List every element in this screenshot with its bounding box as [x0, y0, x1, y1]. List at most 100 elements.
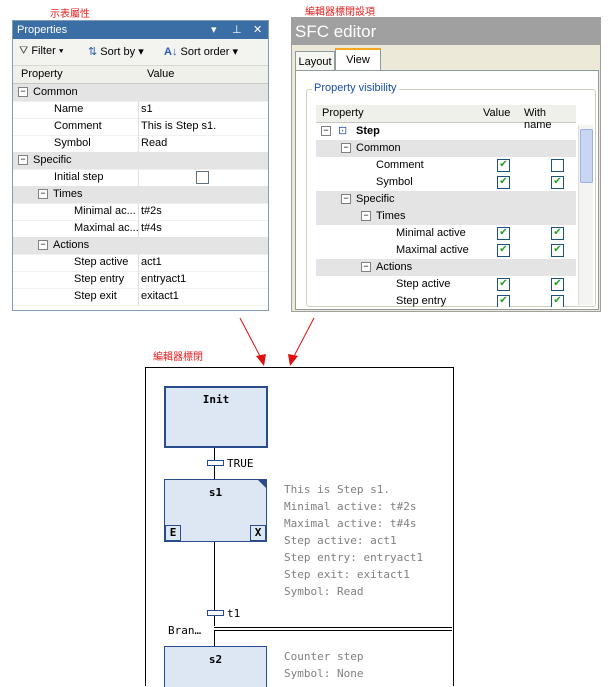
- symbol-value-checkbox[interactable]: ✔: [497, 176, 510, 189]
- annotation-line: Symbol: Read: [284, 585, 364, 598]
- divider: [138, 288, 139, 305]
- chevron-down-icon: ▾: [232, 46, 239, 58]
- row-name: Common: [356, 142, 401, 154]
- property-row-initial-step[interactable]: Initial step: [13, 169, 268, 187]
- dropdown-icon[interactable]: ▾: [211, 24, 217, 36]
- row-name: Minimal ac...: [74, 205, 136, 217]
- diagram-caption: 編輯器標閉: [153, 352, 203, 363]
- properties-header: Property Value: [13, 66, 268, 84]
- row-value[interactable]: This is Step s1.: [141, 120, 217, 132]
- property-row-step-entry[interactable]: Step entry entryact1: [13, 271, 268, 289]
- maximal-active-value-checkbox[interactable]: ✔: [497, 244, 510, 257]
- tree-row-times[interactable]: − Times: [316, 208, 576, 225]
- properties-title: Properties: [17, 24, 68, 36]
- category-row-common[interactable]: − Common: [13, 84, 268, 102]
- close-icon[interactable]: ✕: [253, 24, 263, 36]
- property-row-symbol[interactable]: Symbol Read: [13, 135, 268, 153]
- vertical-scrollbar[interactable]: [578, 125, 593, 305]
- transition-true[interactable]: [207, 460, 224, 466]
- tree-row-comment[interactable]: Comment ✔: [316, 157, 576, 174]
- initial-step-checkbox[interactable]: [196, 171, 209, 184]
- filter-button[interactable]: ⛛ Filter ▾: [19, 45, 63, 58]
- arrow-right-line: [291, 317, 315, 361]
- property-row-comment[interactable]: Comment This is Step s1.: [13, 118, 268, 136]
- property-row-step-active[interactable]: Step active act1: [13, 254, 268, 272]
- row-name: Initial step: [54, 171, 104, 183]
- sort-order-button[interactable]: A↓ Sort order ▾: [164, 45, 238, 58]
- tree-row-common[interactable]: − Common: [316, 140, 576, 157]
- arrow-left-head: [256, 354, 266, 366]
- sort-by-label: Sort by: [100, 46, 136, 58]
- property-row-minimal-active[interactable]: Minimal ac... t#2s: [13, 203, 268, 221]
- property-column-header[interactable]: Property: [21, 68, 63, 80]
- arrow-left-line: [239, 317, 263, 361]
- row-name: Actions: [376, 261, 413, 273]
- entry-action-qualifier[interactable]: E: [165, 525, 181, 541]
- property-column-header[interactable]: Property: [322, 107, 364, 119]
- step-s2[interactable]: s2: [164, 646, 267, 687]
- tree-row-maximal-active[interactable]: Maximal active ✔ ✔: [316, 242, 576, 259]
- property-row-step-exit[interactable]: Step exit exitact1: [13, 288, 268, 306]
- tree-row-minimal-active[interactable]: Minimal active ✔ ✔: [316, 225, 576, 242]
- row-name: Step active: [396, 278, 451, 290]
- init-step[interactable]: Init: [164, 386, 268, 448]
- annotation-line: Step active: act1: [284, 534, 397, 547]
- category-row-specific[interactable]: − Specific: [13, 152, 268, 170]
- row-value[interactable]: t#4s: [141, 222, 162, 234]
- exit-action-qualifier[interactable]: X: [250, 525, 266, 541]
- row-value[interactable]: Read: [141, 137, 168, 149]
- collapse-icon[interactable]: −: [321, 126, 331, 136]
- row-name: Step entry: [396, 295, 447, 307]
- collapse-icon[interactable]: −: [18, 87, 28, 97]
- transition-t1[interactable]: [207, 610, 224, 616]
- annotation-line: Step exit: exitact1: [284, 568, 410, 581]
- maximal-active-with-name-checkbox[interactable]: ✔: [551, 244, 564, 257]
- collapse-icon[interactable]: −: [38, 240, 48, 250]
- with-name-column-header[interactable]: With name: [524, 107, 552, 131]
- value-column-header[interactable]: Value: [147, 68, 175, 80]
- comment-with-name-checkbox[interactable]: [551, 159, 564, 172]
- tree-row-step[interactable]: − ⊡ Step: [316, 123, 576, 140]
- tree-row-specific[interactable]: − Specific: [316, 191, 576, 208]
- collapse-icon[interactable]: −: [38, 189, 48, 199]
- collapse-icon[interactable]: −: [18, 155, 28, 165]
- sort-order-label: Sort order: [180, 46, 230, 58]
- collapse-icon[interactable]: −: [341, 143, 351, 153]
- property-row-name[interactable]: Name s1: [13, 101, 268, 119]
- tree-row-step-entry[interactable]: Step entry ✔ ✔: [316, 293, 576, 307]
- tab-view[interactable]: View: [335, 48, 381, 73]
- property-row-maximal-active[interactable]: Maximal ac... t#4s: [13, 220, 268, 238]
- collapse-icon[interactable]: −: [341, 194, 351, 204]
- sfc-editor-panel: SFC editor Layout View Property visibili…: [291, 17, 601, 312]
- sort-by-button[interactable]: ⇅ Sort by ▾: [88, 45, 144, 58]
- row-value[interactable]: entryact1: [141, 273, 187, 285]
- row-value[interactable]: s1: [141, 103, 153, 115]
- scrollbar-thumb[interactable]: [580, 129, 593, 183]
- step-entry-value-checkbox[interactable]: ✔: [497, 295, 510, 307]
- step-entry-with-name-checkbox[interactable]: ✔: [551, 295, 564, 307]
- minimal-active-with-name-checkbox[interactable]: ✔: [551, 227, 564, 240]
- value-column-header[interactable]: Value: [483, 107, 511, 119]
- tree-row-symbol[interactable]: Symbol ✔ ✔: [316, 174, 576, 191]
- tab-layout[interactable]: Layout: [295, 51, 335, 72]
- row-value[interactable]: act1: [141, 256, 162, 268]
- pin-icon[interactable]: ⊥: [232, 24, 242, 36]
- minimal-active-value-checkbox[interactable]: ✔: [497, 227, 510, 240]
- properties-titlebar: Properties ▾ ⊥ ✕: [13, 21, 268, 39]
- row-value[interactable]: exitact1: [141, 290, 179, 302]
- category-row-actions[interactable]: − Actions: [13, 237, 268, 255]
- step-s1[interactable]: s1 E X: [164, 479, 267, 542]
- row-name: Name: [54, 103, 84, 115]
- tree-row-step-active[interactable]: Step active ✔ ✔: [316, 276, 576, 293]
- collapse-icon[interactable]: −: [361, 262, 371, 272]
- collapse-icon[interactable]: −: [361, 211, 371, 221]
- row-value[interactable]: t#2s: [141, 205, 162, 217]
- tree-row-actions[interactable]: − Actions: [316, 259, 576, 276]
- step-active-with-name-checkbox[interactable]: ✔: [551, 278, 564, 291]
- category-row-times[interactable]: − Times: [13, 186, 268, 204]
- comment-value-checkbox[interactable]: ✔: [497, 159, 510, 172]
- symbol-with-name-checkbox[interactable]: ✔: [551, 176, 564, 189]
- step-s2-label: s2: [208, 653, 223, 666]
- divider: [138, 169, 139, 186]
- step-active-value-checkbox[interactable]: ✔: [497, 278, 510, 291]
